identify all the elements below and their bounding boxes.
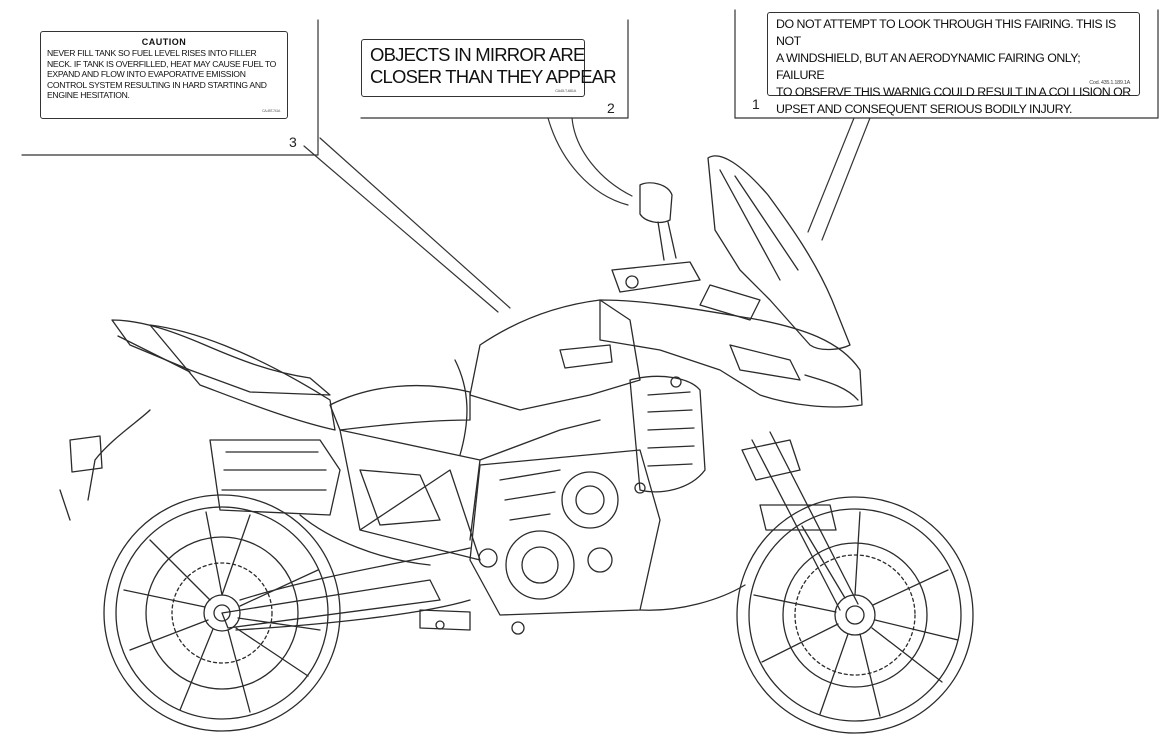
front-fairing <box>599 284 863 408</box>
callout-number-1: 1 <box>752 96 760 112</box>
lower-body <box>419 584 746 635</box>
exhaust <box>209 439 431 566</box>
windshield <box>707 155 851 351</box>
tank <box>454 299 641 456</box>
fairing-warning-code: Cod. 435.1.189.1A <box>1089 80 1130 86</box>
mirror <box>611 182 701 293</box>
fuel-caution-label: CAUTION Never fill tank so fuel level ri… <box>40 31 288 119</box>
fairing-warning-label: DO NOT ATTEMPT TO LOOK THROUGH THIS FAIR… <box>767 12 1140 116</box>
tail-section <box>59 319 331 521</box>
front-wheel <box>736 496 974 734</box>
callout-leaders <box>21 9 1159 313</box>
fuel-caution-text: Never fill tank so fuel level rises into… <box>47 48 277 101</box>
mirror-warning-label: OBJECTS IN MIRROR ARE CLOSER THAN THEY A… <box>361 39 617 97</box>
side-panel <box>629 375 706 493</box>
callout-number-3: 3 <box>289 134 297 150</box>
rear-wheel <box>103 494 341 732</box>
mirror-warning-code: CA45-T-681A <box>555 88 576 93</box>
seat <box>149 324 471 431</box>
front-fork <box>741 431 859 611</box>
mirror-warning-line2: CLOSER THAN THEY APPEAR <box>370 66 617 87</box>
fairing-warning-text: DO NOT ATTEMPT TO LOOK THROUGH THIS FAIR… <box>776 17 1131 116</box>
swingarm <box>221 547 471 631</box>
fuel-caution-title: CAUTION <box>141 37 187 47</box>
fuel-caution-code: CA-45T-741A <box>262 109 280 113</box>
mirror-warning-line1: OBJECTS IN MIRROR ARE <box>370 44 585 65</box>
frame <box>339 419 601 561</box>
engine <box>469 376 682 616</box>
callout-number-2: 2 <box>607 100 615 116</box>
